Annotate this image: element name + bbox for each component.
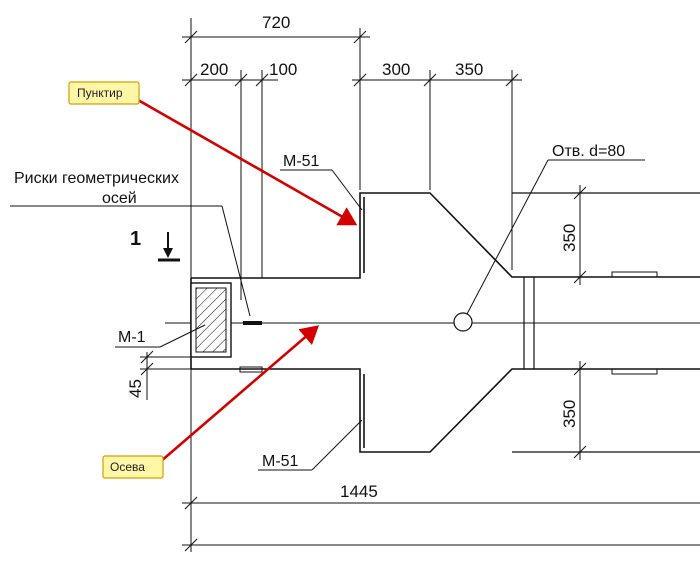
plate-small (239, 366, 263, 373)
lower-outline (191, 368, 700, 453)
plate-upper (611, 271, 658, 278)
m1-block (190, 282, 232, 358)
m1-hatch (195, 287, 227, 353)
dim-300-text: 300 (382, 60, 410, 79)
m1-label: М-1 (118, 329, 146, 346)
m51-top-label: М-51 (283, 153, 320, 170)
dim-1445-text: 1445 (340, 482, 378, 501)
bottom-dimension: 1445 (182, 369, 700, 552)
callout-axis-text: Осева (110, 460, 145, 474)
tick (140, 350, 154, 364)
right-dimensions: 350 350 (560, 185, 587, 460)
axis-marks-leader (221, 205, 251, 317)
m1-leader (159, 324, 206, 348)
hole-leader (466, 159, 549, 315)
tick (184, 538, 198, 552)
m51-bottom-label: М-51 (262, 453, 299, 470)
tick (353, 30, 367, 44)
annotations: Риски геометрических осей 1 М-51 М-51 М-… (10, 143, 645, 471)
dim-right-lower-text: 350 (560, 400, 579, 428)
section-mark-number: 1 (130, 228, 141, 250)
tick (184, 73, 198, 87)
dim-100-text: 100 (269, 60, 297, 79)
dim-720-text: 720 (262, 13, 290, 32)
tick (353, 73, 367, 87)
top-dimensions: 720 200 100 300 350 (182, 13, 522, 300)
plate-lower (611, 368, 658, 375)
tick (140, 362, 154, 376)
tick (573, 270, 587, 284)
tick (573, 362, 587, 376)
callout-dashed: Пунктир (68, 81, 358, 226)
callout-dashed-arrow (137, 98, 358, 226)
axis-marks-label-line1: Риски геометрических (14, 170, 179, 187)
tick (234, 73, 248, 87)
left-dimension-45: 45 (126, 350, 195, 400)
tick (573, 445, 587, 459)
tick (184, 30, 198, 44)
callout-dashed-text: Пунктир (77, 86, 123, 100)
axis-marks-label-line2: осей (102, 190, 137, 207)
dim-45-text: 45 (126, 379, 145, 398)
upper-outline (191, 192, 700, 279)
tick (423, 73, 437, 87)
tick (255, 73, 269, 87)
callout-axis-arrow (159, 325, 319, 463)
callout-dashed-box (68, 81, 140, 105)
dim-350-text: 350 (455, 60, 483, 79)
tick (505, 73, 519, 87)
m51-bottom-leader (311, 419, 363, 471)
callout-axis-box (102, 455, 164, 479)
callout-axis: Осева (102, 325, 319, 479)
m51-top-leader (331, 169, 363, 211)
section-mark-head (163, 248, 173, 258)
dim-right-upper-text: 350 (560, 224, 579, 252)
tick (184, 496, 198, 510)
dim-200-text: 200 (200, 60, 228, 79)
tick (573, 186, 587, 200)
hole-circle (453, 312, 473, 332)
hole-label: Отв. d=80 (552, 143, 625, 160)
